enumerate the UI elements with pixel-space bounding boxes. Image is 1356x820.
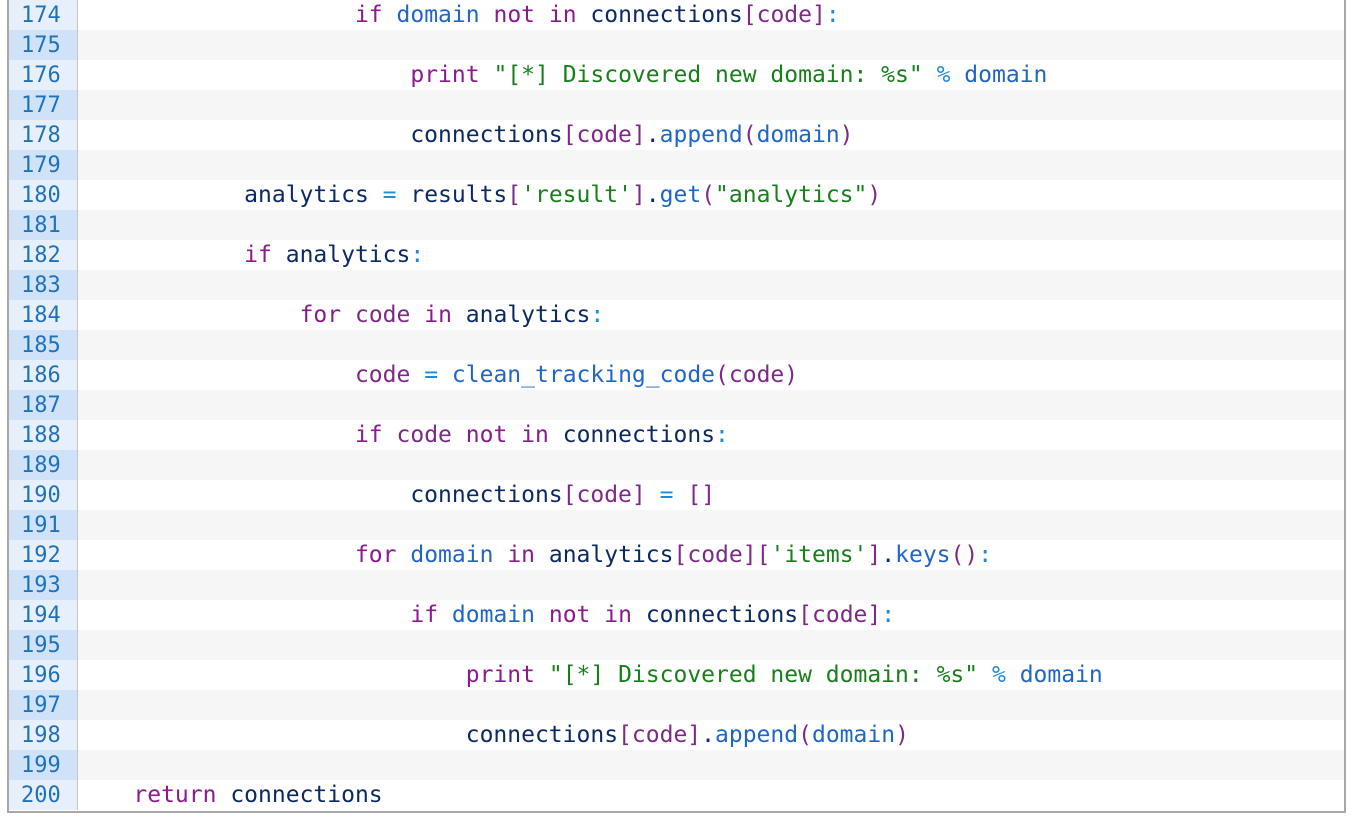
code-line: 187: [9, 390, 1344, 420]
code-text: return connections: [133, 782, 383, 808]
line-number: 196: [9, 660, 78, 690]
line-number: 191: [9, 510, 78, 540]
line-number: 197: [9, 690, 78, 720]
code-text: for domain in analytics[code]['items'].k…: [354, 542, 993, 568]
line-number: 185: [9, 330, 78, 360]
code-line: 182 if analytics:: [9, 240, 1344, 270]
code-line: 183: [9, 270, 1344, 300]
code-text: if code not in connections:: [354, 422, 729, 448]
code-line: 179: [9, 150, 1344, 180]
code-text: if domain not in connections[code]:: [410, 602, 896, 628]
line-number: 184: [9, 300, 78, 330]
code-line: 188 if code not in connections:: [9, 420, 1344, 450]
code-line: 196 print "[*] Discovered new domain: %s…: [9, 660, 1344, 690]
code-text: code = clean_tracking_code(code): [354, 362, 799, 388]
line-number: 174: [9, 0, 78, 30]
code-line: 191: [9, 510, 1344, 540]
line-number: 188: [9, 420, 78, 450]
line-number: 186: [9, 360, 78, 390]
line-number: 182: [9, 240, 78, 270]
code-line: 192 for domain in analytics[code]['items…: [9, 540, 1344, 570]
line-number: 175: [9, 30, 78, 60]
code-line: 197: [9, 690, 1344, 720]
code-text: connections[code].append(domain): [78, 722, 909, 748]
code-text: connections[code] = []: [78, 482, 716, 508]
code-text: print "[*] Discovered new domain: %s" % …: [465, 662, 1103, 688]
code-text: connections[code].append(domain): [78, 122, 854, 148]
line-number: 179: [9, 150, 78, 180]
line-number: 181: [9, 210, 78, 240]
code-line: 178 connections[code].append(domain): [9, 120, 1344, 150]
code-line: 176 print "[*] Discovered new domain: %s…: [9, 60, 1344, 90]
line-number: 193: [9, 570, 78, 600]
code-line: 198 connections[code].append(domain): [9, 720, 1344, 750]
code-line: 195: [9, 630, 1344, 660]
line-number: 198: [9, 720, 78, 750]
line-number: 176: [9, 60, 78, 90]
code-line: 200 return connections: [9, 780, 1344, 810]
line-number: 187: [9, 390, 78, 420]
line-number: 190: [9, 480, 78, 510]
code-viewer: 174 if domain not in connections[code]:1…: [7, 0, 1346, 813]
code-text: print "[*] Discovered new domain: %s" % …: [410, 62, 1048, 88]
code-line: 175: [9, 30, 1344, 60]
code-line: 184 for code in analytics:: [9, 300, 1344, 330]
code-text: for code in analytics:: [299, 302, 605, 328]
code-text: if domain not in connections[code]:: [354, 2, 840, 28]
code-line: 194 if domain not in connections[code]:: [9, 600, 1344, 630]
code-line: 181: [9, 210, 1344, 240]
line-number: 180: [9, 180, 78, 210]
line-number: 189: [9, 450, 78, 480]
code-line: 177: [9, 90, 1344, 120]
line-number: 177: [9, 90, 78, 120]
line-number: 178: [9, 120, 78, 150]
line-number: 192: [9, 540, 78, 570]
code-line: 185: [9, 330, 1344, 360]
code-line: 193: [9, 570, 1344, 600]
code-line: 190 connections[code] = []: [9, 480, 1344, 510]
code-line: 174 if domain not in connections[code]:: [9, 0, 1344, 30]
line-number: 200: [9, 780, 78, 810]
code-line: 180 analytics = results['result'].get("a…: [9, 180, 1344, 210]
code-line: 189: [9, 450, 1344, 480]
code-text: analytics = results['result'].get("analy…: [78, 182, 882, 208]
code-line: 186 code = clean_tracking_code(code): [9, 360, 1344, 390]
line-number: 195: [9, 630, 78, 660]
line-number: 199: [9, 750, 78, 780]
line-number: 194: [9, 600, 78, 630]
line-number: 183: [9, 270, 78, 300]
code-text: if analytics:: [244, 242, 425, 268]
code-line: 199: [9, 750, 1344, 780]
